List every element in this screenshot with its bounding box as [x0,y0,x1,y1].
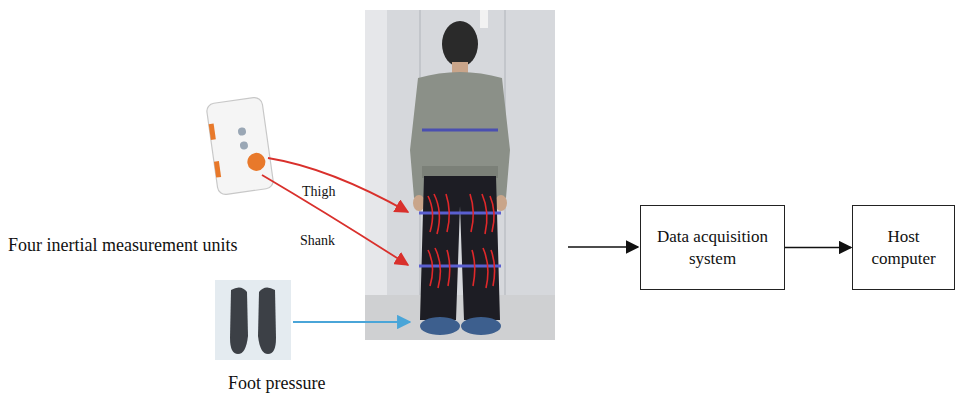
pressure-arrow [293,321,410,323]
sensor-caption: Four inertial measurement units [8,234,237,257]
box-text: Host computer [853,226,954,269]
thigh-arrow [268,158,408,212]
process-box: Host computer [852,205,955,290]
part-label: Thigh [302,184,335,199]
flow-arrow [785,247,851,249]
imu-device [206,97,274,196]
shank-arrow [262,175,408,265]
flow-arrow [568,246,638,248]
part-label: Shank [300,233,335,248]
process-box: Data acquisition system [640,205,785,290]
subject-photo [365,10,555,340]
box-text: Data acquisition system [641,226,784,269]
insole-photo [215,280,291,360]
sensor-caption: Foot pressure [228,372,326,395]
caption-text: Foot pressure [228,372,326,395]
caption-text: Four inertial measurement units [8,234,237,257]
